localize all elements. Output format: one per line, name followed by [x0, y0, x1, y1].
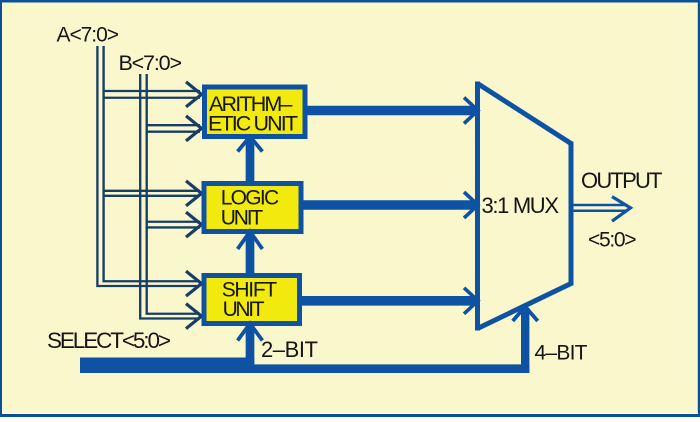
svg-text:UNIT: UNIT: [223, 298, 265, 321]
svg-text:4–BIT: 4–BIT: [535, 342, 588, 365]
svg-text:2–BIT: 2–BIT: [261, 337, 318, 362]
svg-text:ARITHM–: ARITHM–: [209, 92, 293, 116]
svg-text:LOGIC: LOGIC: [221, 186, 280, 209]
svg-text:3:1 MUX: 3:1 MUX: [482, 193, 560, 218]
svg-text:SHIFT: SHIFT: [222, 279, 278, 302]
svg-text:UNIT: UNIT: [221, 206, 264, 229]
svg-text:SELECT<5:0>: SELECT<5:0>: [47, 328, 171, 353]
svg-text:OUTPUT: OUTPUT: [581, 168, 663, 193]
svg-text:B<7:0>: B<7:0>: [119, 51, 183, 75]
svg-text:<5:0>: <5:0>: [588, 229, 637, 252]
svg-text:ETIC UNIT: ETIC UNIT: [208, 112, 298, 136]
svg-text:A<7:0>: A<7:0>: [57, 24, 120, 47]
